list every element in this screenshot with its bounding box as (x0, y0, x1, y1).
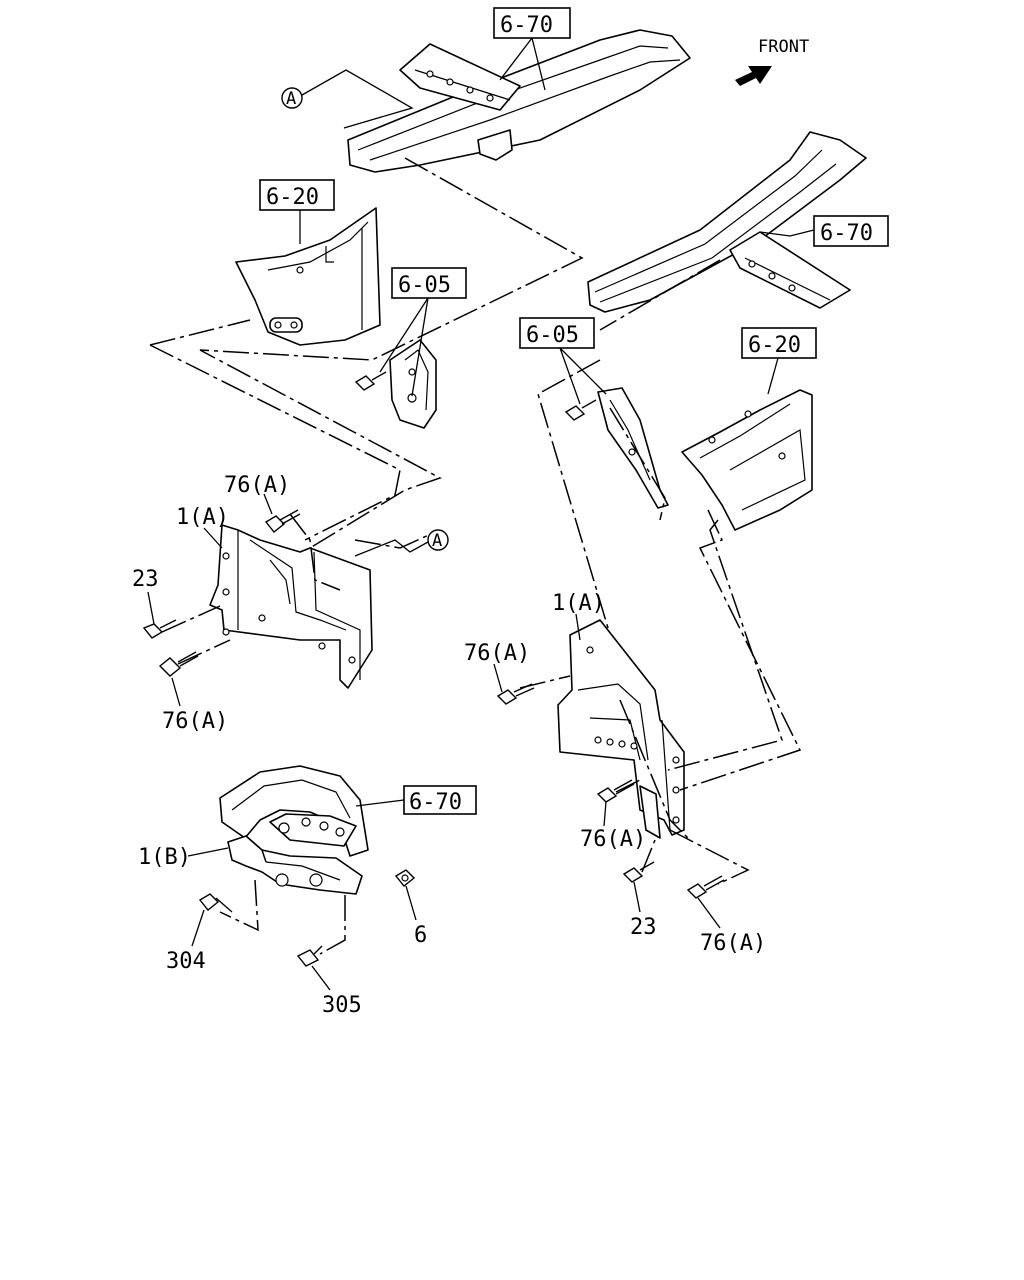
ref-box-6-20-right: 6-20 (741, 327, 817, 395)
ref-6-70-right-text: 6-70 (820, 221, 873, 246)
ref-box-6-05-right: 6-05 (519, 317, 607, 405)
front-arrow-icon (735, 66, 772, 86)
bolt-305 (296, 945, 323, 967)
label-304: 304 (166, 949, 206, 974)
bolt-76a-left-bottom (158, 651, 199, 677)
ref-6-70-top-text: 6-70 (500, 13, 553, 38)
bolt-76a-right-bottom (686, 875, 725, 899)
label-76a-left-top: 76(A) (224, 473, 290, 498)
label-1a-left: 1(A) (176, 505, 229, 530)
ref-6-20-left-text: 6-20 (266, 185, 319, 210)
label-1a-right: 1(A) (552, 591, 605, 616)
label-23-right: 23 (630, 915, 657, 940)
label-76a-left-bottom: 76(A) (162, 709, 228, 734)
ref-box-6-70-top: 6-70 (493, 7, 571, 91)
ref-box-6-20-left: 6-20 (259, 179, 335, 244)
frame-rail-upper-right (587, 131, 867, 313)
bolt-76a-right-left (496, 683, 535, 705)
nut-6 (394, 869, 416, 887)
assembly-lines (149, 157, 802, 955)
bracket-left (389, 339, 437, 429)
ref-6-70-lower-text: 6-70 (409, 790, 462, 815)
ref-6-05-left-text: 6-05 (398, 273, 451, 298)
bolt-6-05-right (564, 399, 597, 421)
callout-a-mid-text: A (432, 531, 442, 551)
side-panel-upper-left (235, 207, 381, 346)
ref-6-05-right-text: 6-05 (526, 323, 579, 348)
bolt-76a-left-top (264, 509, 301, 533)
bolt-6-05-left (354, 371, 387, 391)
bolt-304 (198, 893, 233, 913)
bracket-right (597, 387, 669, 509)
label-76a-right-mid: 76(A) (580, 827, 646, 852)
frame-lower-assembly (219, 765, 369, 895)
bolt-76a-right-mid (596, 779, 635, 803)
label-6: 6 (414, 923, 427, 948)
ref-6-20-right-text: 6-20 (748, 333, 801, 358)
callout-a-top: A (281, 69, 414, 129)
mudguard-bracket-right (557, 619, 685, 839)
ref-box-6-70-lower: 6-70 (355, 785, 477, 815)
label-76a-right-left: 76(A) (464, 641, 530, 666)
mudguard-bracket-left (209, 524, 373, 689)
label-305: 305 (322, 993, 362, 1018)
side-panel-upper-right (681, 389, 813, 531)
ref-box-6-70-right: 6-70 (759, 215, 889, 247)
label-76a-right-bottom: 76(A) (700, 931, 766, 956)
label-1b: 1(B) (138, 845, 191, 870)
bolt-23-right (622, 861, 655, 883)
label-23-left: 23 (132, 567, 159, 592)
bolt-23-left (142, 619, 177, 639)
front-label: FRONT (758, 37, 809, 57)
ref-box-6-05-left: 6-05 (379, 267, 467, 397)
front-indicator: FRONT (735, 37, 809, 86)
callout-a-mid: A (354, 529, 449, 557)
callout-a-top-text: A (286, 89, 296, 109)
frame-rail-upper-left (347, 29, 691, 173)
